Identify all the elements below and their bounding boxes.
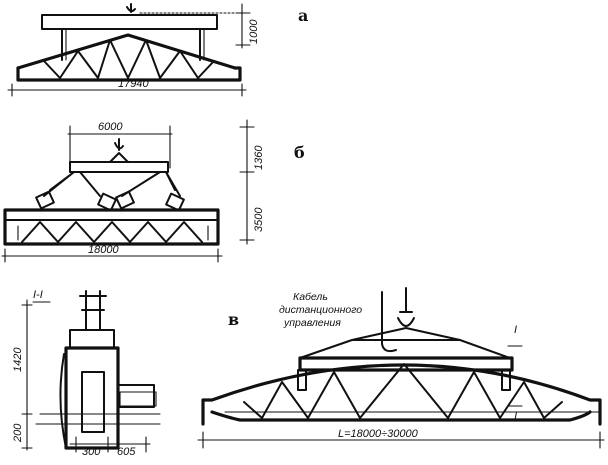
a-top-beam (41, 14, 218, 30)
b-truss-web (21, 221, 203, 243)
a-hook (126, 3, 136, 13)
b-height-dim: 3500 (253, 207, 265, 232)
v-span-dim: L=18000÷30000 (338, 428, 419, 440)
section-hook (79, 290, 107, 331)
section-i-i: I-I 1420 200 300 605 (12, 289, 161, 458)
a-length-dim: 17940 (118, 78, 149, 90)
a-truss-web (43, 39, 215, 79)
fig-b-letter: б (294, 143, 305, 162)
v-spreader-beam (298, 356, 514, 372)
section-core (81, 371, 105, 433)
v-cable (381, 291, 397, 353)
section-head (69, 329, 115, 349)
a-truss-bottom-chord (16, 66, 242, 82)
b-grip-2 (97, 192, 117, 212)
b-grip-1 (35, 190, 55, 210)
b-grip-4 (165, 192, 185, 212)
annotation-line1: Кабель (293, 291, 328, 303)
section-height-dim: 1420 (12, 347, 24, 372)
section-w2-dim: 605 (117, 446, 136, 458)
v-hook (397, 287, 415, 327)
a-height-dim: 1000 (248, 19, 260, 44)
figure-b: 6000 18000 1360 3500 б (1, 119, 305, 263)
figure-v: в Кабель дистанционного управления I I L… (197, 287, 605, 449)
b-slings (43, 171, 181, 197)
section-base-dim: 200 (12, 423, 24, 443)
annotation-line3: управления (283, 317, 341, 329)
fig-a-letter: а (298, 6, 308, 25)
fig-v-letter: в (228, 310, 239, 329)
b-truss-outline (3, 208, 220, 246)
b-spreader-beam (69, 161, 169, 173)
figure-a: 17940 1000 а (7, 3, 308, 97)
b-hook (109, 138, 129, 163)
section-w1-dim: 300 (82, 446, 101, 458)
v-sling-frame (299, 327, 511, 359)
section-label: I-I (33, 289, 43, 301)
annotation-line2: дистанционного (279, 304, 362, 316)
b-spacing-dim: 6000 (98, 121, 123, 133)
b-sling-dim: 1360 (253, 145, 265, 170)
v-cut-mark-bottom: I (514, 411, 517, 423)
v-truss-bottom-chord (210, 410, 592, 422)
b-length-dim: 18000 (88, 244, 119, 256)
v-truss-web (243, 363, 563, 419)
v-cut-mark-top: I (514, 324, 517, 336)
b-grip-3 (115, 190, 135, 210)
a-truss-top-chord (16, 33, 237, 70)
